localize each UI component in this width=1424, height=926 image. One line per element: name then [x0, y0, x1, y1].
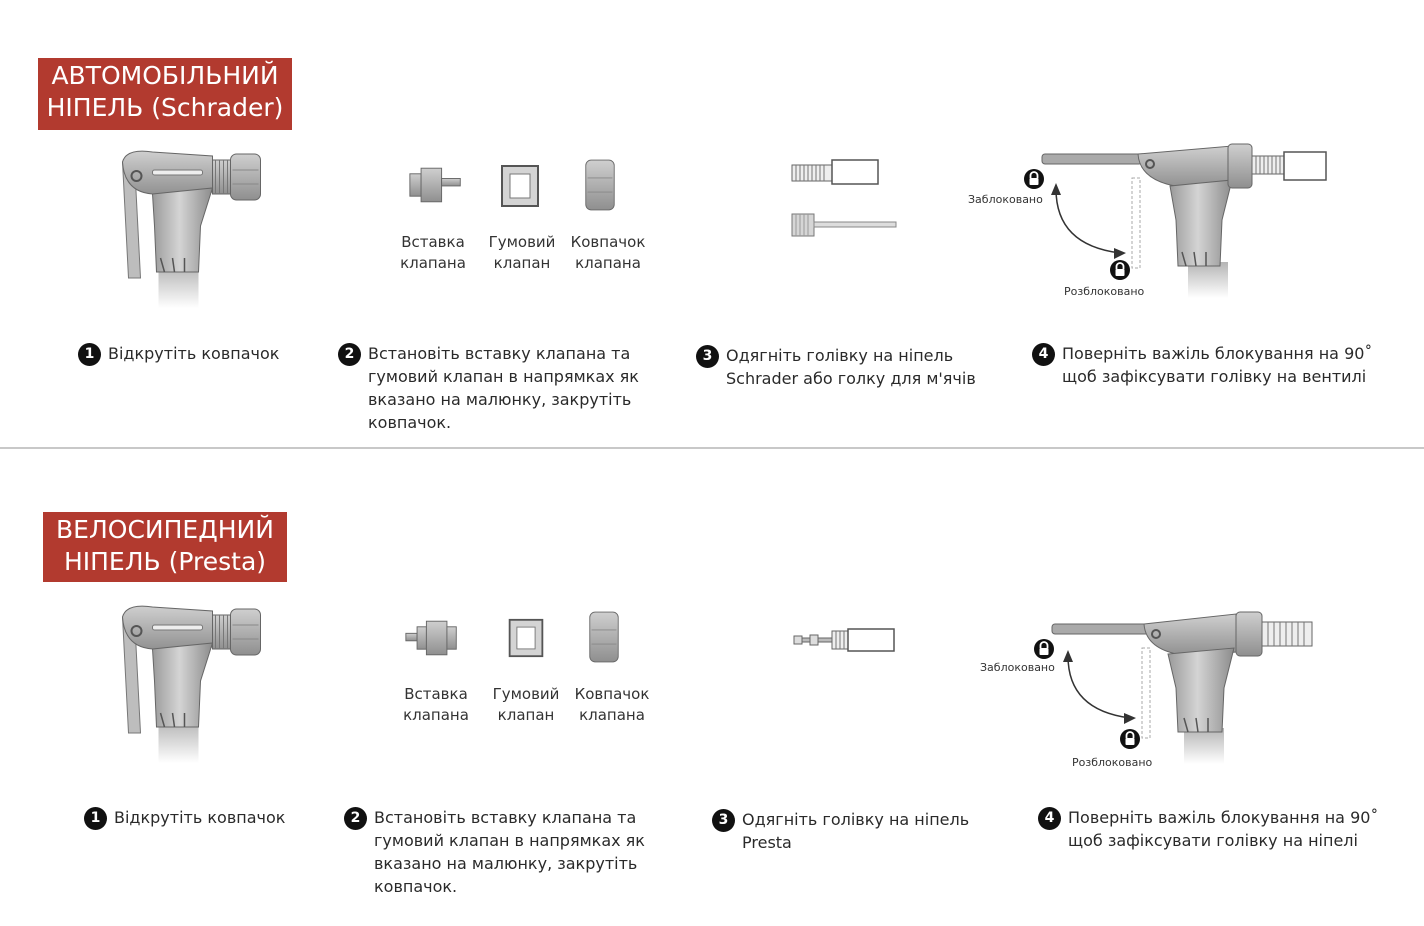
padlock-open-icon [1120, 728, 1140, 750]
locked-label: Заблоковано [968, 193, 1043, 206]
section-divider [0, 447, 1424, 449]
step-number: 3 [696, 345, 719, 368]
padlock-icon [1034, 638, 1054, 660]
valve-insert-icon [405, 620, 457, 656]
step-1: 1 Відкрутіть ковпачок [84, 806, 285, 830]
valve-cap-icon [584, 156, 616, 214]
step-number: 4 [1032, 343, 1055, 366]
section-title-schrader: АВТОМОБІЛЬНИЙ НІПЕЛЬ (Schrader) [38, 58, 292, 130]
padlock-open-icon [1110, 259, 1130, 281]
lock-arrow-icon [1063, 650, 1136, 724]
schrader-valve-icon [791, 159, 879, 185]
step-4: 4 Поверніть важіль блокування на 90˚щоб … [1032, 342, 1372, 388]
valve-insert-icon [408, 165, 464, 205]
step-number: 1 [78, 343, 101, 366]
unlocked-label: Розблоковано [1064, 285, 1145, 298]
step-number: 2 [338, 343, 361, 366]
ball-needle-icon [791, 213, 897, 237]
rubber-valve-icon [506, 618, 546, 658]
rubber-valve-icon [500, 164, 540, 208]
unlocked-label: Розблоковано [1072, 756, 1153, 769]
step-number: 2 [344, 807, 367, 830]
step-4: 4 Поверніть важіль блокування на 90˚щоб … [1038, 806, 1378, 852]
step-number: 4 [1038, 807, 1061, 830]
lock-arrow-icon [1051, 183, 1126, 259]
presta-valve-icon [793, 628, 895, 652]
valve-cap-icon [588, 608, 620, 666]
section-title-presta: ВЕЛОСИПЕДНИЙ НІПЕЛЬ (Presta) [43, 512, 287, 582]
locked-label: Заблоковано [980, 661, 1055, 674]
step-1: 1 Відкрутіть ковпачок [78, 342, 279, 366]
padlock-icon [1024, 168, 1044, 190]
step-number: 3 [712, 809, 735, 832]
pump-head-locked-icon [1041, 143, 1327, 298]
pump-head-icon [110, 603, 275, 763]
pump-head-icon [110, 148, 275, 308]
pump-head-locked-icon [1051, 611, 1313, 764]
step-number: 1 [84, 807, 107, 830]
